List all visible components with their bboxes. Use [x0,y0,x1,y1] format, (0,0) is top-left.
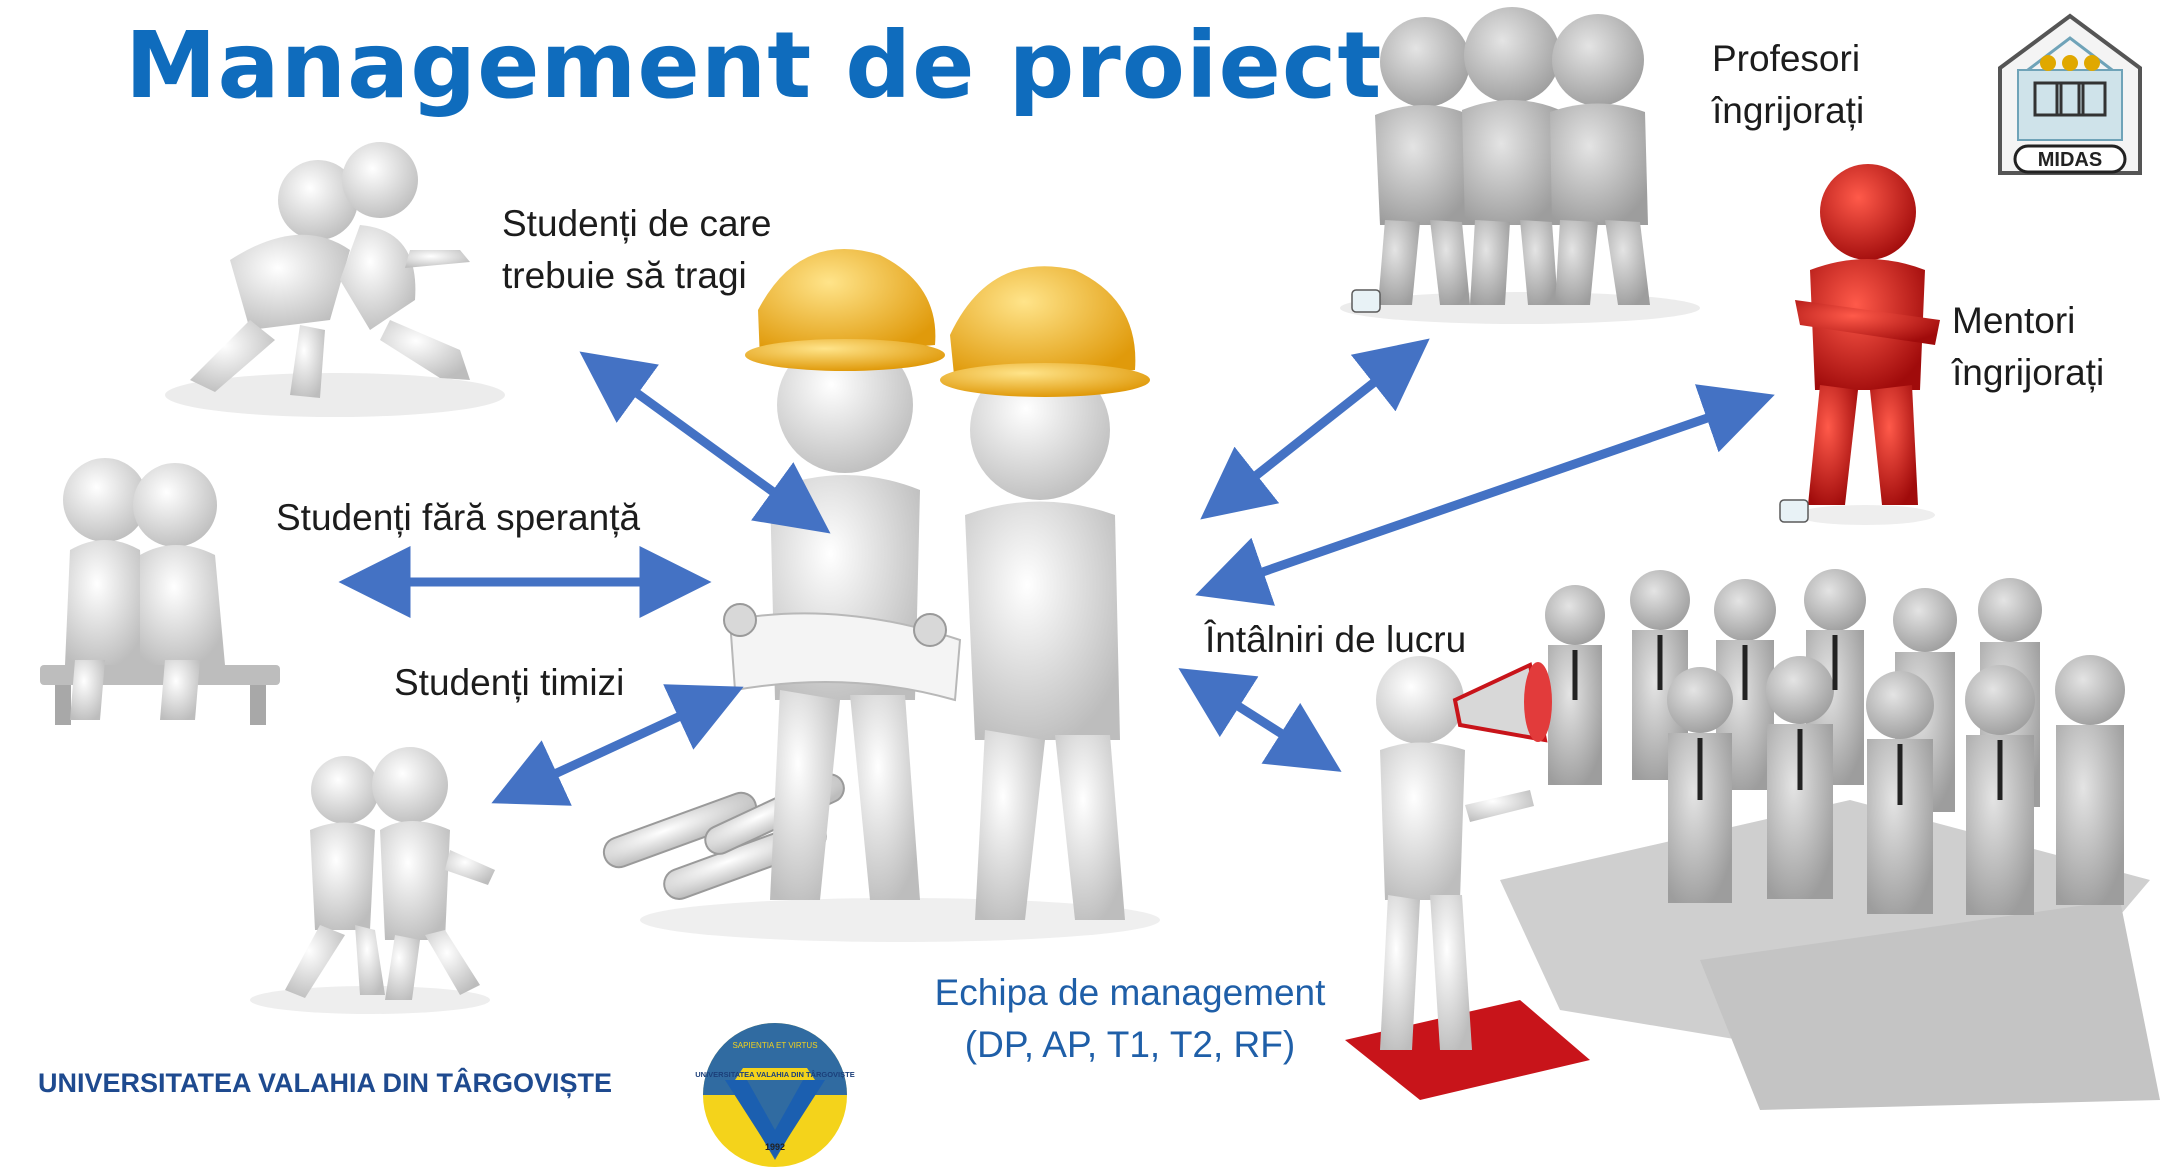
arrow-mentors [1195,384,1775,606]
crest-motto: SAPIENTIA ET VIRTUS [732,1041,817,1050]
management-team-illustration [602,249,1160,942]
worried-mentors-line2: îngrijorați [1952,352,2105,393]
arrow-meetings [1178,668,1342,772]
worried-mentors-line1: Mentori [1952,300,2076,341]
pushing-figures-illustration [165,142,505,417]
management-team-label: Echipa de management (DP, AP, T1, T2, RF… [880,967,1380,1071]
mentor-illustration [1779,164,1940,525]
university-name: UNIVERSITATEA VALAHIA DIN TÂRGOVIȘTE [38,1068,613,1098]
pull-students-label: Studenți de care trebuie să tragi [502,198,771,302]
university-crest-logo: SAPIENTIA ET VIRTUS UNIVERSITATEA VALAHI… [695,1023,855,1167]
shy-students-label: Studenți timizi [394,662,625,703]
pull-students-line1: Studenți de care [502,203,772,244]
arrow-pull-students [579,351,831,534]
pull-students-line2: trebuie să tragi [502,255,747,296]
teachers-illustration [1340,7,1700,324]
walking-duo-illustration [250,747,495,1014]
crest-year: 1992 [765,1142,785,1152]
midas-logo-text: MIDAS [2038,149,2102,171]
worried-teachers-label: Profesori îngrijorați [1712,33,1864,137]
worried-mentors-label: Mentori îngrijorați [1952,295,2104,399]
page-title: Management de proiect [125,12,1383,119]
arrow-teachers [1200,338,1430,520]
work-meetings-label: Întâlniri de lucru [1205,619,1467,660]
meeting-illustration [1345,569,2160,1110]
arrow-shy-students [491,684,744,806]
midas-logo: MIDAS [1998,13,2142,175]
worried-teachers-line1: Profesori [1712,38,1861,79]
management-team-line1: Echipa de management [934,972,1326,1013]
management-team-line2: (DP, AP, T1, T2, RF) [964,1024,1296,1065]
hopeless-students-label: Studenți fără speranță [276,497,641,538]
bench-couple-illustration [40,458,280,725]
crest-name: UNIVERSITATEA VALAHIA DIN TÂRGOVIȘTE [695,1070,854,1079]
worried-teachers-line2: îngrijorați [1712,90,1865,131]
